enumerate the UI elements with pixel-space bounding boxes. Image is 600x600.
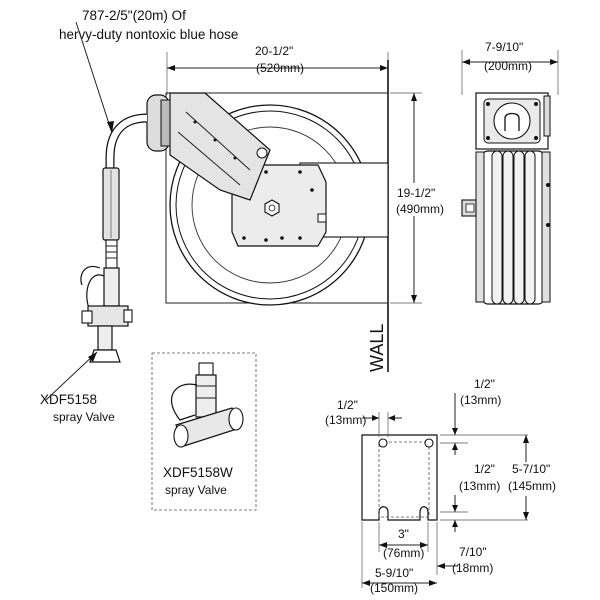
- bracket-hole-span-mm: (76mm): [383, 546, 424, 560]
- valve-main-model: XDF5158: [40, 392, 97, 407]
- height-in-label: 19-1/2": [397, 186, 435, 200]
- hose-leader-line: [75, 21, 113, 134]
- bracket-bottom-gap-dim: [436, 522, 458, 575]
- bracket-total-width-in: 5-9/10": [375, 566, 413, 580]
- bracket-right-mid-dim: [440, 495, 528, 532]
- bracket-right-top-in: 1/2": [474, 377, 495, 391]
- height-dimension: [390, 92, 422, 304]
- width-in-label: 20-1/2": [255, 44, 293, 58]
- reel-side-view: [461, 92, 551, 305]
- reel-front-view: [146, 92, 389, 306]
- bracket-bottom-gap-mm: (18mm): [452, 561, 493, 575]
- hose-assembly: [102, 113, 148, 269]
- bracket-total-width-dim: [361, 522, 437, 588]
- valve-main-desc: spray Valve: [53, 410, 115, 424]
- mounting-bracket: [361, 434, 438, 521]
- valve-alt-box: [151, 352, 257, 511]
- bracket-total-height-dim: [523, 435, 529, 520]
- depth-in-label: 7-9/10": [485, 40, 523, 54]
- bracket-left-top-mm: (13mm): [325, 413, 366, 427]
- spray-valve-main: [80, 265, 133, 363]
- bracket-right-mid-in: 1/2": [474, 462, 495, 476]
- bracket-right-mid-mm: (13mm): [459, 479, 500, 493]
- valve-leader-line: [45, 351, 98, 401]
- bracket-total-width-mm: (150mm): [370, 581, 418, 595]
- bracket-total-height-mm: (145mm): [508, 479, 556, 493]
- depth-mm-label: (200mm): [484, 59, 532, 73]
- wall-label: WALL: [367, 324, 387, 372]
- valve-alt-model: XDF5158W: [163, 465, 233, 480]
- valve-leader-arrow: [88, 352, 97, 362]
- bracket-total-height-in: 5-7/10": [512, 462, 550, 476]
- hose-note-line2: hervy-duty nontoxic blue hose: [59, 27, 238, 42]
- valve-alt-desc: spray Valve: [165, 483, 227, 497]
- hose-note-line1: 787-2/5"(20m) Of: [82, 8, 186, 23]
- spray-valve-alt: [170, 362, 244, 448]
- height-mm-label: (490mm): [396, 202, 444, 216]
- bracket-left-top-dim: [362, 412, 402, 437]
- width-mm-label: (520mm): [256, 61, 304, 75]
- bracket-hole-span-in: 3": [398, 527, 409, 541]
- bracket-left-top-in: 1/2": [337, 398, 358, 412]
- bracket-bottom-gap-in: 7/10": [459, 545, 487, 559]
- bracket-right-top-dim: [440, 393, 528, 455]
- depth-dimension: [461, 50, 559, 95]
- hose-leader-arrow: [107, 121, 114, 133]
- bracket-hole-span-dim: [378, 522, 429, 552]
- bracket-right-top-mm: (13mm): [460, 393, 501, 407]
